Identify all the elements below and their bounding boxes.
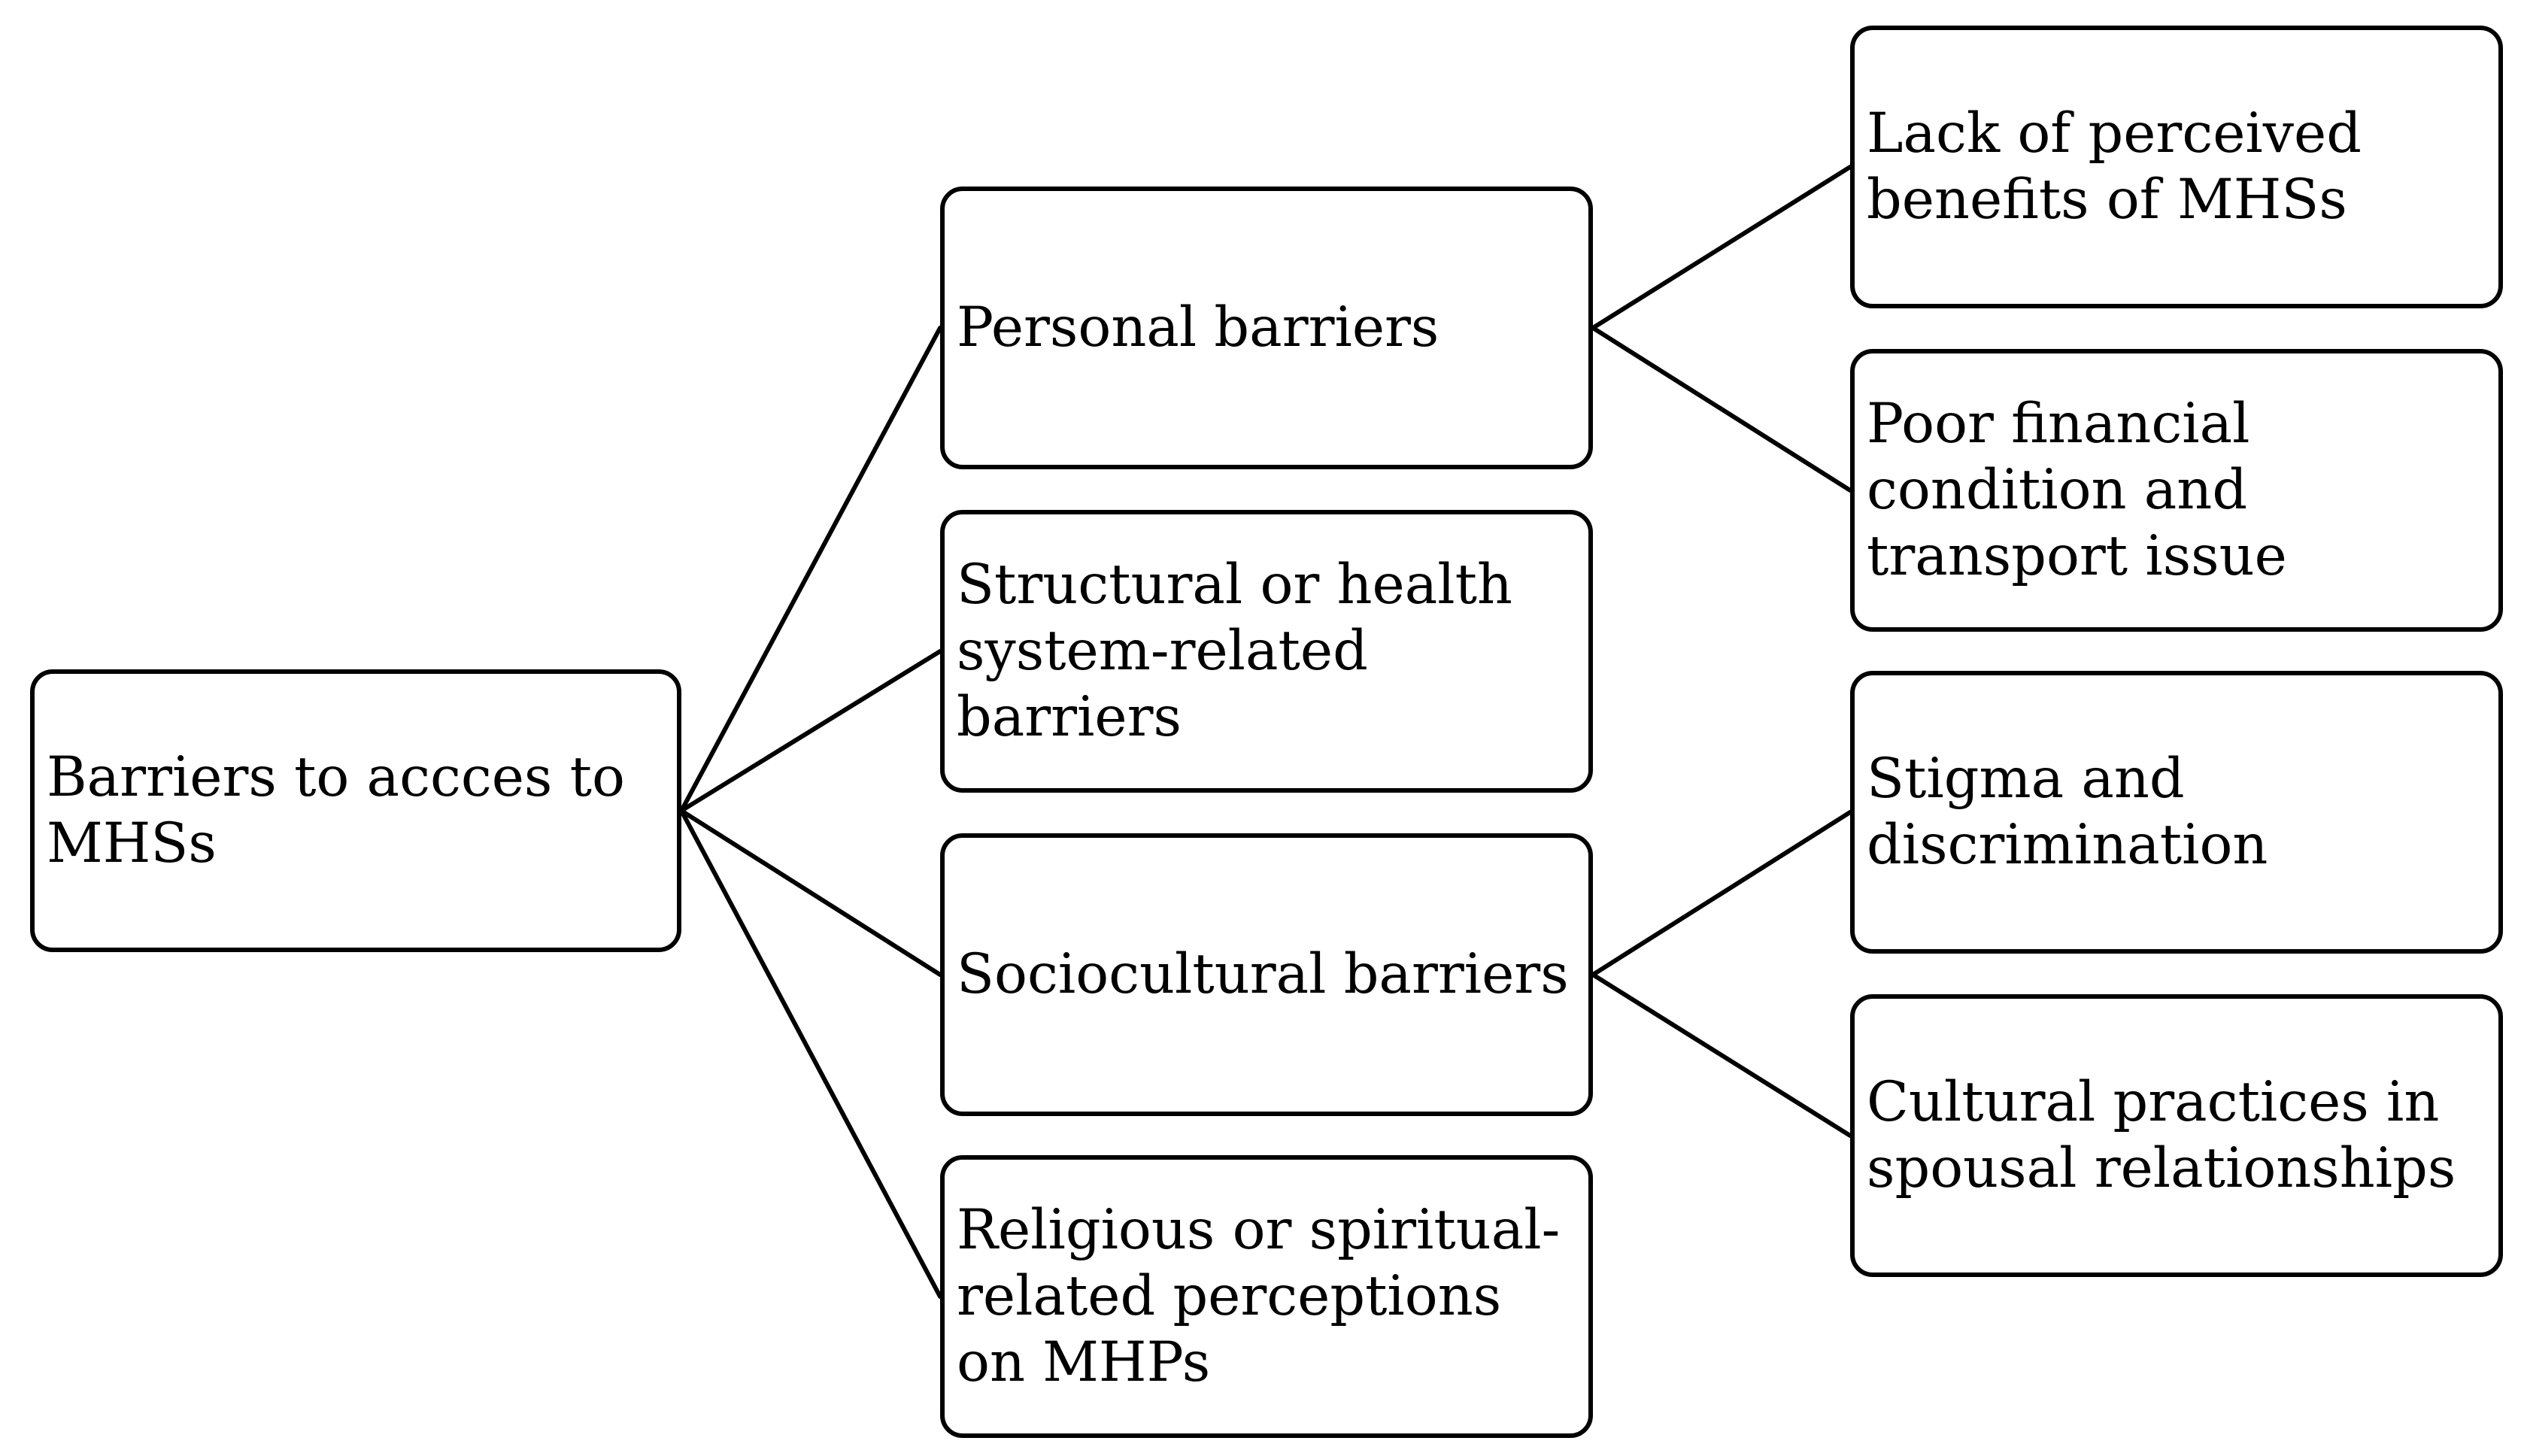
subcategory-node-spousal-practices: Cultural practices in spousal relationsh… <box>1850 994 2503 1277</box>
subcategory-label-spousal-practices: Cultural practices in spousal relationsh… <box>1867 1070 2456 1200</box>
root-node-label: Barriers to accces to MHSs <box>47 745 625 875</box>
connector-personal-financial <box>1591 326 1852 493</box>
connector-sociocultural-spousal <box>1591 972 1852 1138</box>
subcategory-node-perceived-benefits: Lack of perceived benefits of MHSs <box>1850 26 2503 308</box>
category-node-structural: Structural or health system-related barr… <box>940 510 1593 793</box>
category-node-personal: Personal barriers <box>940 187 1593 469</box>
subcategory-label-financial-transport: Poor financial condition and transport i… <box>1867 392 2287 588</box>
category-label-sociocultural: Sociocultural barriers <box>957 942 1569 1006</box>
connector-personal-benefits <box>1591 165 1852 330</box>
connector-sociocultural-stigma <box>1591 810 1852 977</box>
category-node-sociocultural: Sociocultural barriers <box>940 833 1593 1116</box>
category-node-religious: Religious or spiritual- related percepti… <box>940 1155 1593 1438</box>
subcategory-label-perceived-benefits: Lack of perceived benefits of MHSs <box>1867 102 2362 232</box>
connector-root-personal <box>679 326 942 813</box>
subcategory-node-financial-transport: Poor financial condition and transport i… <box>1850 349 2503 632</box>
category-label-religious: Religious or spiritual- related percepti… <box>957 1198 1561 1394</box>
subcategory-node-stigma: Stigma and discrimination <box>1850 671 2503 954</box>
category-label-personal: Personal barriers <box>957 296 1439 359</box>
connector-root-sociocultural <box>679 808 942 977</box>
connector-root-structural <box>679 649 942 813</box>
connector-root-religious <box>679 808 942 1299</box>
category-label-structural: Structural or health system-related barr… <box>957 553 1512 749</box>
root-node: Barriers to accces to MHSs <box>30 669 681 952</box>
subcategory-label-stigma: Stigma and discrimination <box>1867 747 2268 877</box>
